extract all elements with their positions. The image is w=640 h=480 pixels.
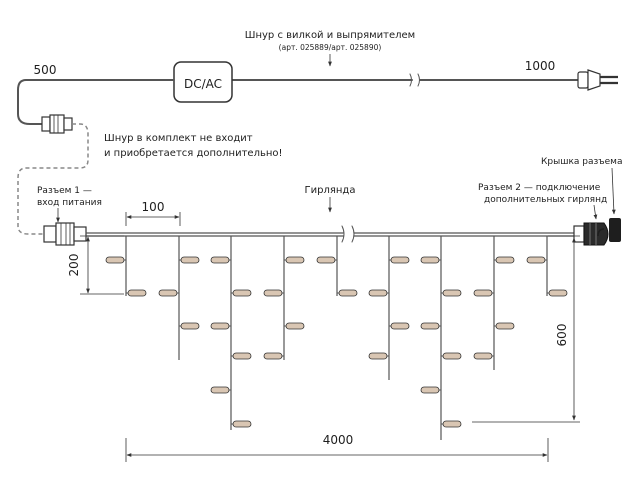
length-1000-label: 1000 <box>525 59 556 73</box>
connector1-label-line1: Разъем 1 — <box>37 186 92 196</box>
led-bulb-icon <box>338 289 358 297</box>
led-bulb-icon <box>473 352 493 360</box>
led-bulb-icon <box>390 256 410 264</box>
led-bulb-icon <box>210 386 230 394</box>
led-bulb-icon <box>127 289 147 297</box>
cord-to-connector <box>17 79 175 125</box>
not-included-note-line2: и приобретается дополнительно! <box>104 148 283 159</box>
led-bulb-icon <box>210 322 230 330</box>
length-200-label: 200 <box>67 254 81 277</box>
dimension-4000: 4000 <box>125 433 549 462</box>
led-bulb-icon <box>368 289 388 297</box>
led-bulb-icon <box>232 420 252 428</box>
connector2-icon <box>573 222 609 246</box>
garland-break-mark <box>341 225 355 243</box>
led-bulb-icon <box>495 322 515 330</box>
cord-connector-icon <box>41 114 73 134</box>
connector2-label-line1: Разъем 2 — подключение <box>478 183 601 193</box>
led-bulb-icon <box>316 256 336 264</box>
connector1-label-line2: вход питания <box>37 198 102 208</box>
led-bulb-icon <box>548 289 568 297</box>
led-bulb-icon <box>390 322 410 330</box>
led-bulb-icon <box>473 289 493 297</box>
led-bulb-icon <box>420 386 440 394</box>
led-bulb-icon <box>263 352 283 360</box>
connector2-pointer <box>593 204 598 220</box>
length-100-label: 100 <box>142 200 165 214</box>
led-bulb-icon <box>420 256 440 264</box>
not-included-note-line1: Шнур в комплект не входит <box>104 133 253 144</box>
led-bulb-icon <box>180 256 200 264</box>
connector1-icon <box>43 222 87 246</box>
led-bulb-icon <box>442 289 462 297</box>
led-bulb-icon <box>180 322 200 330</box>
led-bulb-icon <box>368 352 388 360</box>
connector-cap-pointer <box>611 167 616 215</box>
led-bulb-icon <box>420 322 440 330</box>
power-cord-articles: (арт. 025889/арт. 025890) <box>279 43 382 52</box>
dimension-200: 200 <box>67 235 124 295</box>
length-500-label: 500 <box>34 63 57 77</box>
garland-label: Гирлянда <box>305 185 356 196</box>
power-plug-icon <box>577 69 618 91</box>
length-4000-label: 4000 <box>323 433 354 447</box>
led-bulb-icon <box>442 420 462 428</box>
dc-ac-adapter-box <box>173 61 233 103</box>
adapter-label: DC/AC <box>184 77 222 91</box>
led-bulb-icon <box>158 289 178 297</box>
dimension-100: 100 <box>125 200 181 226</box>
icicle-drops <box>105 236 568 440</box>
optional-cord-dashed <box>17 123 89 235</box>
power-cord: Шнур с вилкой и выпрямителем (арт. 02588… <box>17 30 618 134</box>
led-bulb-icon <box>442 352 462 360</box>
connector2-label-line2: дополнительных гирлянд <box>484 195 607 205</box>
led-bulb-icon <box>210 256 230 264</box>
led-bulb-icon <box>232 289 252 297</box>
led-bulb-icon <box>526 256 546 264</box>
power-cord-title: Шнур с вилкой и выпрямителем <box>245 30 415 41</box>
cord-break-mark <box>409 73 420 87</box>
led-bulb-icon <box>105 256 125 264</box>
led-bulb-icon <box>285 256 305 264</box>
led-bulb-icon <box>495 256 515 264</box>
led-bulb-icon <box>263 289 283 297</box>
connector-cap-label: Крышка разъема <box>541 157 622 167</box>
garland-main-wire <box>85 232 579 237</box>
length-600-label: 600 <box>555 324 569 347</box>
led-bulb-icon <box>232 352 252 360</box>
connector-cap-icon <box>597 218 621 242</box>
dimension-600: 600 <box>472 235 580 423</box>
led-bulb-icon <box>285 322 305 330</box>
